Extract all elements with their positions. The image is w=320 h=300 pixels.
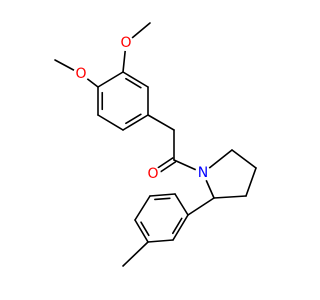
bond-C5-C6 (97, 114, 124, 131)
atom-nitrogen-pyrrolidine: N (195, 165, 211, 181)
aromatic-inner-bond-C6-C1 (125, 113, 142, 125)
bond-Cd-T1 (187, 197, 215, 216)
bond-T3-Me (122, 241, 149, 267)
atom-label-n: N (198, 165, 208, 181)
atom-label-o-top: O (120, 35, 131, 51)
atom-oxygen-methoxy-top: O (118, 35, 134, 51)
bond-T5-T6 (149, 193, 176, 197)
bond-C1-CH2 (147, 114, 175, 131)
bond-layer (54, 22, 257, 267)
aromatic-inner-bond-T5-T6 (154, 197, 171, 201)
bond-Cc-Cd (213, 195, 247, 199)
aromatic-inner-bond-T3-T4 (140, 221, 150, 237)
atom-label-layer: O O O N (73, 35, 211, 182)
bond-C2-C3 (122, 71, 149, 88)
bond-Ca-Cb (231, 149, 257, 169)
bond-T1-T2 (172, 214, 189, 241)
bond-T6-T1 (174, 193, 189, 216)
bond-T2-T3 (147, 239, 174, 243)
bond-C6-C1 (122, 114, 149, 131)
molecule-structure: O O O N (54, 22, 257, 267)
bond-Cb-Cc (245, 167, 257, 197)
bond-T4-T5 (134, 195, 151, 221)
bond-C3-C4 (97, 71, 124, 88)
atom-oxygen-carbonyl: O (145, 166, 161, 182)
atom-oxygen-methoxy-left: O (73, 66, 89, 82)
bond-T3-T4 (134, 219, 149, 243)
atom-label-o-left: O (75, 66, 86, 82)
aromatic-inner-bond-T1-T2 (171, 217, 183, 235)
atom-label-o-carbonyl: O (147, 166, 158, 182)
aromatic-inner-bond-C2-C3 (125, 77, 142, 89)
